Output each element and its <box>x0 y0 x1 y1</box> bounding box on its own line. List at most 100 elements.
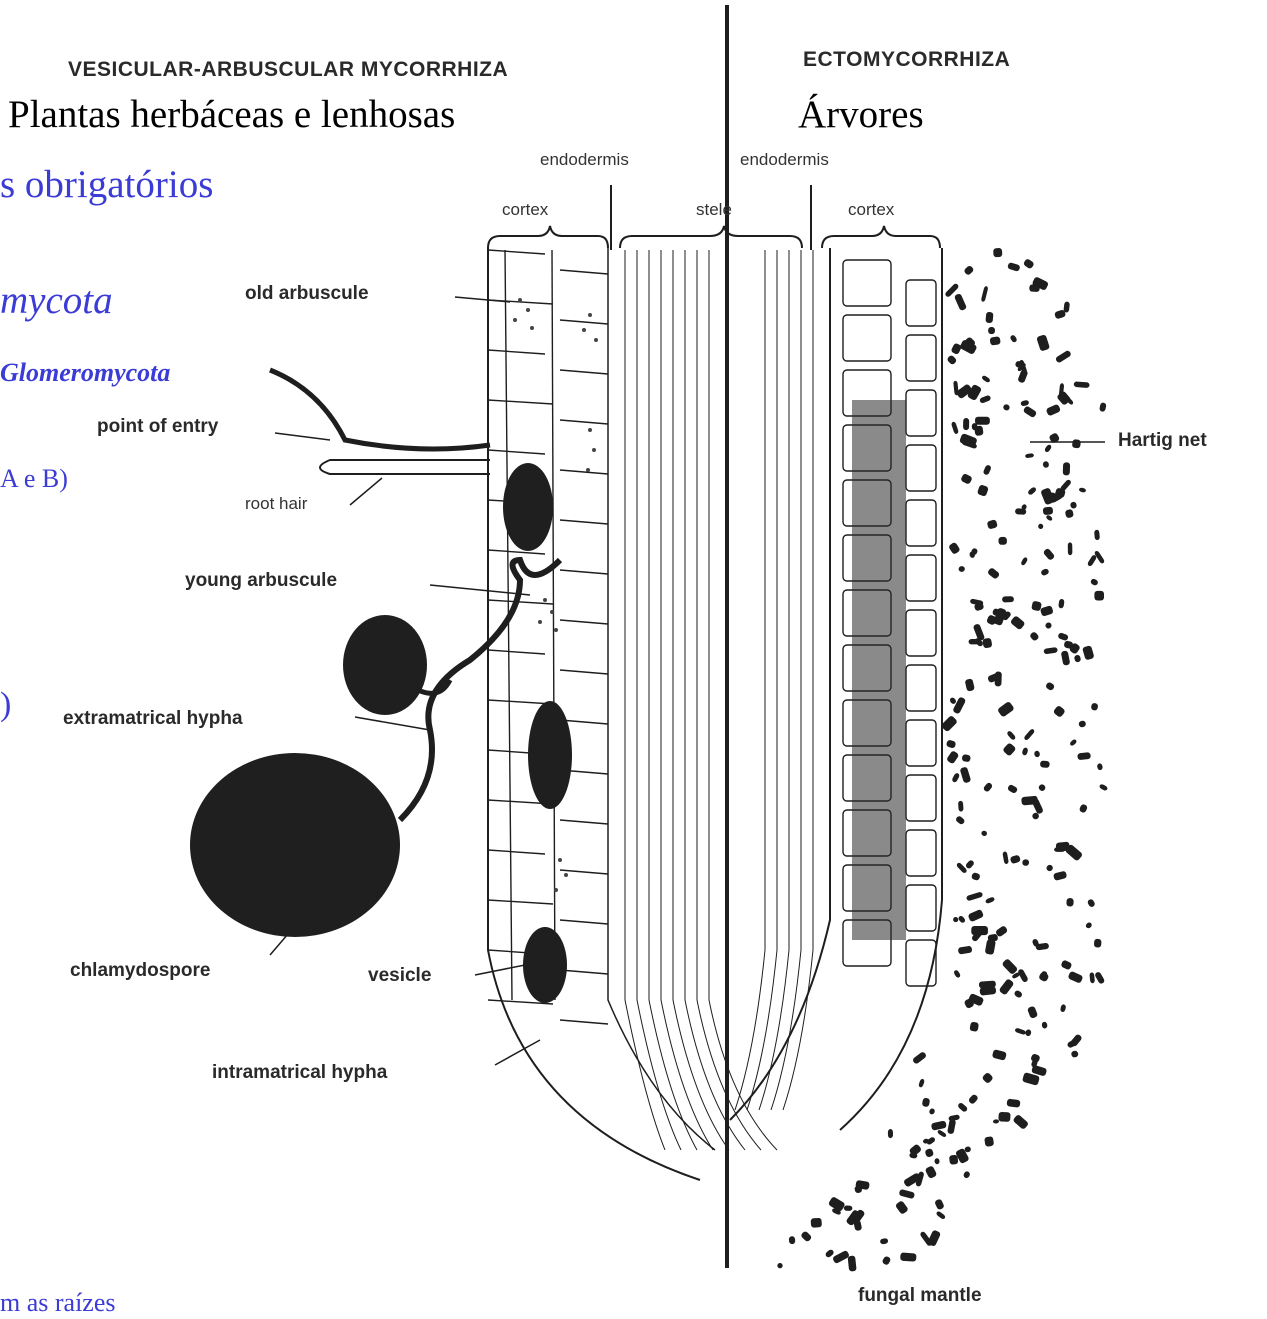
heading-vesicular-arbuscular: VESICULAR-ARBUSCULAR MYCORRHIZA <box>68 58 508 82</box>
overlay-obrigatorios: s obrigatórios <box>0 162 213 207</box>
mantle-hypha-fragment <box>946 739 957 748</box>
stele-vascular-lines <box>625 250 813 1150</box>
stele-brace <box>620 226 802 248</box>
vesicle-middle-shape <box>528 701 572 809</box>
mantle-hypha-fragment <box>918 1078 925 1088</box>
mantle-hypha-fragment <box>1094 591 1104 601</box>
mantle-hypha-fragment <box>1082 645 1095 660</box>
mantle-hypha-fragment <box>981 286 989 302</box>
cortex-cell-wall <box>488 650 545 654</box>
mantle-hypha-fragment <box>977 484 989 497</box>
mantle-hypha-fragment <box>985 939 996 955</box>
mantle-hypha-fragment <box>1063 301 1070 312</box>
cortex-cell-wall <box>560 970 608 974</box>
cortex-cell <box>906 390 936 436</box>
mantle-hypha-fragment <box>1006 1099 1020 1108</box>
mantle-hypha-fragment <box>1012 1114 1029 1130</box>
mantle-hypha-fragment <box>1044 621 1052 629</box>
mantle-hypha-fragment <box>1001 958 1018 975</box>
cortex-cell-wall <box>560 1020 608 1024</box>
mantle-hypha-fragment <box>983 782 994 793</box>
cortex-cell <box>906 665 936 711</box>
mantle-hypha-fragment <box>926 1136 936 1145</box>
mantle-hypha-fragment <box>1090 578 1099 586</box>
mantle-hypha-fragment <box>789 1236 796 1244</box>
mantle-hypha-fragment <box>951 343 963 355</box>
cortex-cell-wall <box>560 620 608 624</box>
mantle-hypha-fragment <box>979 980 996 988</box>
mantle-hypha-fragment <box>993 1119 999 1123</box>
cortex-cell-wall <box>560 370 608 374</box>
mantle-hypha-fragment <box>1059 479 1072 492</box>
mantle-hypha-fragment <box>958 801 964 812</box>
mantle-hypha-fragment <box>953 969 961 978</box>
mantle-hypha-fragment <box>1014 1027 1026 1035</box>
mantle-hypha-fragment <box>981 375 991 383</box>
cortex-cell <box>906 610 936 656</box>
mantle-hypha-fragment <box>987 567 1000 580</box>
cortex-left-label: cortex <box>502 200 548 220</box>
mantle-hypha-fragment <box>937 1129 947 1138</box>
mantle-hypha-fragment <box>1036 334 1050 351</box>
mantle-hypha-fragment <box>946 750 959 764</box>
callout-extramatrical-hypha: extramatrical hypha <box>63 708 243 730</box>
chlamydospore-shape <box>190 753 400 937</box>
mantle-hypha-fragment <box>969 1022 979 1032</box>
mantle-hypha-fragment <box>1002 596 1014 602</box>
mantle-hypha-fragment <box>968 1093 979 1104</box>
mantle-hypha-fragment <box>1066 898 1073 907</box>
mantle-hypha-fragment <box>1067 971 1083 984</box>
mantle-hypha-fragment <box>1010 615 1026 630</box>
mantle-hypha-fragment <box>1091 703 1099 711</box>
mantle-hypha-fragment <box>956 862 968 874</box>
root-hair-shape <box>320 460 490 474</box>
vesicle-lower-shape <box>523 927 567 1003</box>
cortex-cell <box>906 775 936 821</box>
mantle-hypha-fragment <box>1074 654 1082 662</box>
mantle-hypha-fragment <box>973 623 986 641</box>
mantle-hypha-fragment <box>1029 631 1040 642</box>
cortex-cell-wall <box>488 700 553 704</box>
mantle-hypha-fragment <box>811 1218 822 1228</box>
cortex-cell-wall <box>560 570 608 574</box>
mantle-hypha-fragment <box>957 1102 968 1113</box>
mantle-hypha-fragment <box>1040 568 1049 576</box>
overlay-paren: ) <box>0 686 11 724</box>
mantle-hypha-fragment <box>800 1230 812 1242</box>
small-spore-shape <box>343 615 427 715</box>
cortex-cell-wall <box>488 900 553 904</box>
mantle-hypha-fragment <box>997 701 1015 718</box>
mantle-hypha-fragment <box>985 896 995 904</box>
mantle-hypha-fragment <box>1070 501 1077 509</box>
mantle-hypha-fragment <box>1060 1004 1067 1013</box>
mantle-hypha-fragment <box>1061 650 1071 665</box>
mantle-hypha-fragment <box>1044 444 1052 453</box>
stele-line <box>735 250 765 1110</box>
mantle-hypha-fragment <box>934 1158 939 1164</box>
cortex-right-brace <box>822 226 940 248</box>
mantle-hypha-fragment <box>1053 871 1067 881</box>
mantle-hypha-fragment <box>1040 760 1050 768</box>
mantle-hypha-fragment <box>971 926 988 935</box>
mantle-hypha-fragment <box>934 1198 945 1210</box>
mantle-hypha-fragment <box>1002 742 1016 756</box>
mantle-hypha-fragment <box>940 715 957 732</box>
mantle-hypha-fragment <box>928 1108 935 1116</box>
mantle-hypha-fragment <box>974 425 984 436</box>
stele-line <box>709 250 777 1150</box>
mantle-hypha-fragment <box>965 678 975 691</box>
mantle-hypha-fragment <box>961 754 971 762</box>
mantle-hypha-fragment <box>958 946 973 955</box>
left-hosts-label: Plantas herbáceas e lenhosas <box>8 92 455 137</box>
mantle-hypha-fragment <box>925 1165 938 1179</box>
mantle-hypha-fragment <box>1045 681 1055 691</box>
mantle-hypha-fragment <box>922 1097 931 1107</box>
mantle-hypha-fragment <box>1065 509 1074 519</box>
callout-fungal-mantle: fungal mantle <box>858 1285 982 1307</box>
mantle-hypha-fragment <box>1099 402 1107 412</box>
mantle-hypha-fragment <box>931 1120 947 1130</box>
mantle-hypha-fragment <box>1055 350 1072 364</box>
mantle-hypha-fragment <box>844 1205 853 1210</box>
cortex-column-wall <box>552 250 555 1000</box>
